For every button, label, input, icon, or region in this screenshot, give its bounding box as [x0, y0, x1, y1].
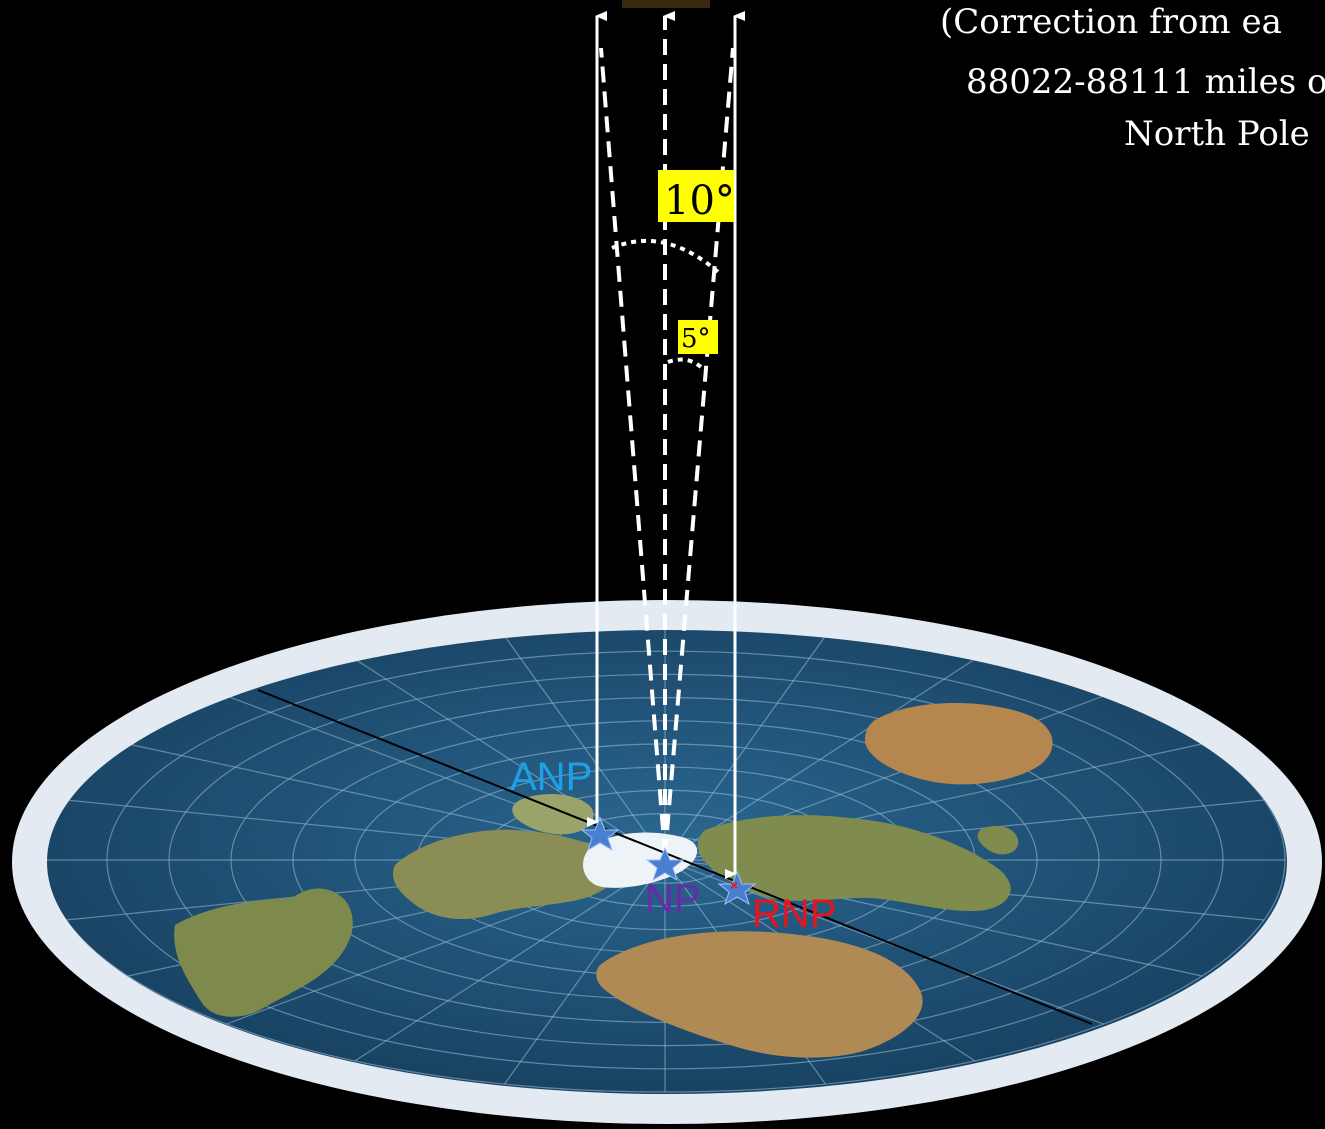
- diagonal-axis-line: [257, 689, 1093, 1025]
- rnp-dashed-ray: [663, 47, 735, 856]
- caption-line-1: (Correction from ea: [940, 2, 1282, 42]
- caption-line-3: North Pole: [1124, 114, 1310, 154]
- meridian-line: [354, 658, 666, 861]
- meridian-line: [504, 635, 666, 861]
- inner-angle-label: 5°: [681, 324, 711, 354]
- north-america-landmass: [392, 829, 620, 920]
- anp-dashed-ray: [599, 47, 667, 856]
- np-label: NP: [645, 877, 701, 921]
- meridian-line: [504, 859, 666, 1085]
- top-glow: [622, 0, 710, 8]
- rnp-x-icon: ×: [730, 877, 738, 893]
- meridian-line: [354, 859, 666, 1062]
- rnp-star-icon: [717, 870, 757, 906]
- inner-angle-arc: [667, 357, 704, 370]
- anp-star-icon: [580, 816, 620, 852]
- island-landmass: [977, 825, 1019, 855]
- outer-angle-box: [658, 170, 734, 222]
- grid-and-land: [47, 630, 1286, 1093]
- caption-line-2: 88022-88111 miles o: [966, 62, 1325, 102]
- south-america-landmass: [174, 888, 353, 1017]
- rnp-label: RNP: [752, 892, 836, 936]
- anp-label: ANP: [510, 755, 592, 799]
- meridian-line: [664, 635, 826, 861]
- africa-landmass: [596, 931, 923, 1058]
- inner-angle-box: [678, 320, 718, 354]
- greenland-landmass: [512, 794, 594, 835]
- outer-angle-arc: [611, 238, 720, 274]
- australia-landmass: [865, 702, 1053, 785]
- outer-angle-label: 10°: [664, 178, 735, 224]
- np-star-icon: [645, 846, 685, 882]
- eurasia-landmass: [697, 815, 1011, 912]
